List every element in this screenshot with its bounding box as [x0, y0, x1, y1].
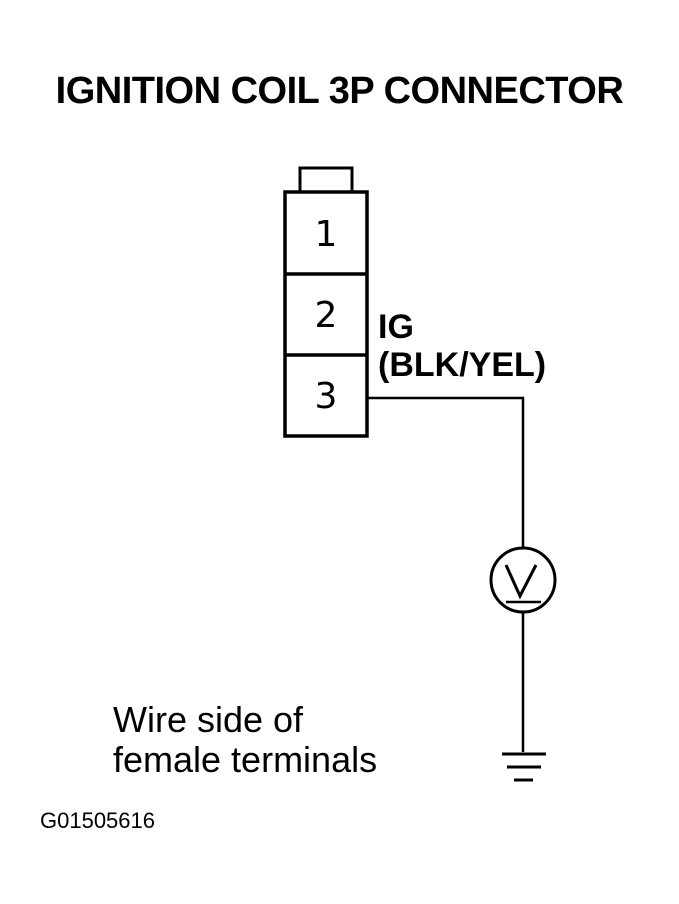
- wire-ig-blk-yel: [367, 396, 525, 752]
- note-line-1: Wire side of: [113, 699, 304, 740]
- connector-view-note: Wire side of female terminals: [113, 700, 377, 780]
- figure-id: G01505616: [40, 808, 155, 833]
- wire-color-label: (BLK/YEL): [378, 346, 547, 384]
- voltmeter-icon: [489, 546, 557, 614]
- pin-label-3: 3: [314, 376, 338, 417]
- wire-signal-label: IG: [378, 308, 414, 346]
- ground-icon: [502, 752, 546, 782]
- page-title: IGNITION COIL 3P CONNECTOR: [55, 70, 624, 112]
- connector-body: [283, 190, 369, 438]
- note-line-2: female terminals: [113, 739, 378, 780]
- pin-label-1: 1: [314, 214, 338, 255]
- connector-lock-tab: [298, 166, 354, 194]
- pin-label-2: 2: [314, 295, 338, 336]
